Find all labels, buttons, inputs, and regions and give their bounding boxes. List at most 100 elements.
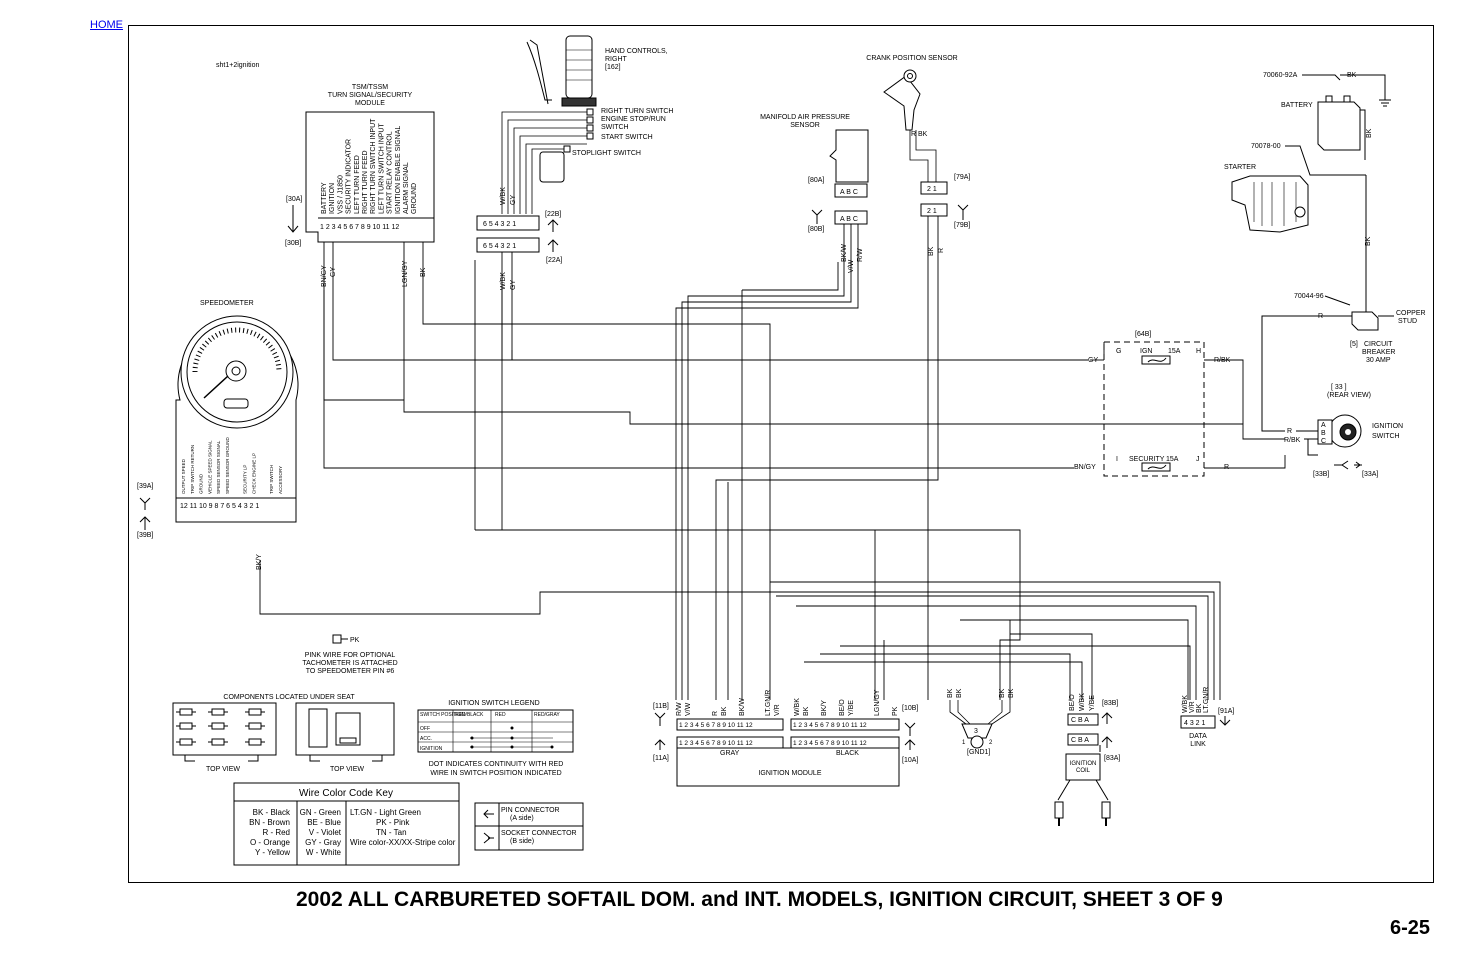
conn-key-pin: PIN CONNECTOR — [501, 807, 560, 814]
wire-key-title: Wire Color Code Key — [299, 788, 393, 799]
speedo-pin-numbers: 12 11 10 9 8 7 6 5 4 3 2 1 — [180, 503, 259, 510]
ground-pin-1: 1 — [962, 740, 966, 746]
components-under-seat: COMPONENTS LOCATED UNDER SEAT TOP VIEW T… — [172, 694, 395, 773]
wire-key-col2: BE - Blue — [307, 818, 341, 827]
tsm-conn-a: [30A] — [286, 196, 302, 203]
conn-key-socket: SOCKET CONNECTOR — [501, 830, 577, 837]
legend-r1: OFF — [420, 726, 430, 732]
tsm-wire-gy: GY — [330, 267, 337, 277]
speedo-pin-label: SECURITY LP — [243, 465, 248, 494]
hand-conn-b — [476, 215, 540, 231]
seat-fuse — [179, 708, 193, 716]
hand-conn-a-label: [22A] — [546, 257, 562, 264]
crank-pins-b: 2 1 — [927, 208, 937, 215]
dl-wire-3: BK — [1196, 703, 1203, 713]
tsm-pin-label: ALARM SIGNAL — [403, 162, 410, 214]
im-black-b-pins: 1 2 3 4 5 6 7 8 9 10 11 12 — [793, 722, 867, 729]
home-link[interactable]: HOME — [90, 19, 123, 31]
tsm-pin-label: SECURITY INDICATOR — [346, 139, 353, 214]
im-black-label: BLACK — [836, 750, 859, 757]
im-gray-wire: BK — [721, 706, 728, 716]
map-sensor-body — [829, 129, 869, 183]
dl-pins: 4 3 2 1 — [1184, 720, 1206, 727]
im-gray-wire: R — [712, 711, 719, 716]
speedo-conn-a: [39A] — [137, 483, 153, 490]
wire-key-col3: PK - Pink — [376, 818, 410, 827]
ign-sw-ref: [ 33 ] — [1331, 384, 1347, 391]
tsm-title-1: TSM/TSSM — [352, 84, 388, 91]
crank-wire-bk: BK — [928, 246, 935, 256]
map-sensor: MANIFOLD AIR PRESSURE SENSOR A B C A B C… — [760, 114, 869, 273]
speedo-pin-label: SPEED SENSOR SIGNAL — [216, 440, 221, 494]
crank-wire-r: R — [938, 248, 945, 253]
ground-label: [GND1] — [967, 749, 990, 756]
im-gray-b: [11B] — [653, 703, 669, 710]
speedo-pin-label: ACCESSORY — [278, 466, 283, 494]
ign-sw-conn-a: [33A] — [1362, 471, 1378, 478]
coil-wire-1: BE/O — [1069, 694, 1076, 711]
tsm-title-3: MODULE — [355, 100, 385, 107]
hand-conn-b-label: [22B] — [545, 211, 561, 218]
pink-wire-label: PK — [350, 637, 360, 644]
ign-sw-wire-r: R — [1287, 428, 1292, 435]
tsm-wire-lgngy: LGN/GY — [402, 260, 409, 287]
hand-switch-2: ENGINE STOP/RUN — [601, 116, 666, 123]
page-number: 6-25 — [1390, 917, 1431, 939]
hand-switch-3: SWITCH — [601, 124, 629, 131]
starter-part: 70078-00 — [1251, 143, 1281, 150]
crank-sensor: CRANK POSITION SENSOR R BK 2 1 2 1 [79A]… — [866, 55, 970, 256]
im-gray-b-pins: 1 2 3 4 5 6 7 8 9 10 11 12 — [679, 722, 753, 729]
fuse-sec-wire-out: R — [1224, 464, 1229, 471]
coil-wire-2: W/BK — [1079, 693, 1086, 711]
tsm-wire-bk: BK — [420, 267, 427, 277]
gnd-wire-3: BK — [999, 688, 1006, 698]
hand-title-1: HAND CONTROLS, — [605, 48, 668, 55]
ignition-coil: C B A C B A IGNITION COIL [83B] [83A] BE… — [1054, 693, 1120, 826]
map-pins-b: A B C — [840, 216, 858, 223]
fuse-ign-wire-out: R/BK — [1214, 357, 1231, 364]
fuse-ign-right: H — [1196, 348, 1201, 355]
dl-label-1: DATA — [1189, 733, 1207, 740]
fuse-sec-amp: 15A — [1166, 456, 1179, 463]
wire-runs — [259, 216, 1286, 700]
seat-fuse — [248, 708, 262, 716]
speedo-pin-label: GROUND — [199, 473, 204, 494]
components-title: COMPONENTS LOCATED UNDER SEAT — [223, 694, 355, 701]
tsm-conn-b: [30B] — [285, 240, 301, 247]
wire-key-col1: Y - Yellow — [255, 848, 290, 857]
hand-conn-a — [476, 237, 540, 253]
connector-key: PIN CONNECTOR (A side) SOCKET CONNECTOR … — [474, 802, 584, 851]
legend-h4: RED/GRAY — [534, 712, 560, 718]
speedo-pin-label: VEHICLE SPEED SIGNAL — [207, 440, 212, 494]
speedo-pin-label: OUTPUT SPEED — [181, 458, 186, 494]
legend-h1: SWITCH POSITION — [420, 712, 465, 718]
hand-wire-gy-2: GY — [510, 280, 517, 290]
battery-wire: BK — [1366, 128, 1373, 138]
breaker-label-3: 30 AMP — [1366, 357, 1391, 364]
page-title: 2002 ALL CARBURETED SOFTAIL DOM. and INT… — [296, 888, 1223, 911]
crank-conn-a: [79A] — [954, 174, 970, 181]
gnd-wire-1: BK — [947, 688, 954, 698]
ign-sw-label-1: IGNITION — [1372, 423, 1403, 430]
breaker-body — [1351, 311, 1379, 331]
legend-note-2: WIRE IN SWITCH POSITION INDICATED — [430, 770, 561, 777]
components-view-2: TOP VIEW — [330, 766, 364, 773]
im-gray-wire: V/R — [774, 704, 781, 716]
crank-wire-bk-top: BK — [918, 131, 928, 138]
hand-title-3: [162] — [605, 64, 621, 71]
hand-wire-wbk: W/BK — [500, 187, 507, 205]
dl-wire-1: W/BK — [1182, 695, 1189, 713]
im-black-wire: PK — [892, 706, 899, 716]
fuse-ign-left: G — [1116, 348, 1121, 355]
stoplight-switch-body — [539, 151, 565, 183]
tsm-pin-label: RIGHT TURN FEED — [362, 150, 369, 214]
hand-wire-gy: GY — [510, 195, 517, 205]
im-label: IGNITION MODULE — [758, 770, 821, 777]
breaker-label-2: BREAKER — [1362, 349, 1395, 356]
wire-key-col1: O - Orange — [250, 838, 291, 847]
ign-sw-wire-rbk: R/BK — [1284, 437, 1301, 444]
wire-key-col1: BN - Brown — [249, 818, 290, 827]
tsm-pin-label: IGNITION — [329, 183, 336, 214]
seat-fuse — [211, 708, 225, 716]
breaker-wire: R — [1318, 313, 1323, 320]
